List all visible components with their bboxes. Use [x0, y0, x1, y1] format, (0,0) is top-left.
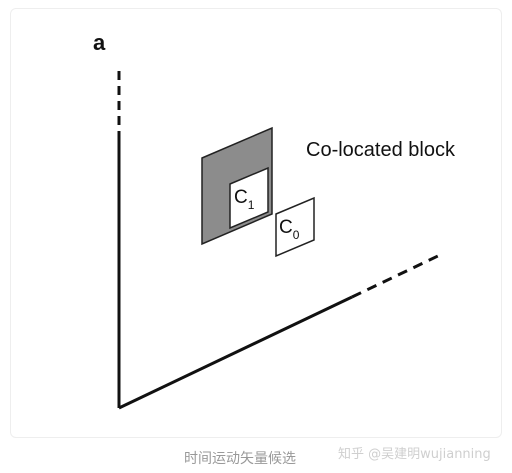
c0-sub: 0 — [293, 228, 300, 242]
temporal-mv-diagram: a C1 C0 Co-located block — [93, 30, 456, 410]
c1-main: C — [234, 187, 248, 208]
c1-sub: 1 — [248, 198, 255, 212]
c0-label: C0 — [279, 217, 300, 242]
figure-caption: 时间运动矢量候选 — [184, 451, 296, 467]
co-located-block-label: Co-located block — [306, 139, 456, 161]
c1-cell — [229, 166, 269, 230]
diagonal-axis-dashed — [351, 253, 441, 299]
panel-label: a — [93, 30, 106, 55]
figure-card — [10, 8, 502, 438]
c1-label: C1 — [234, 187, 255, 212]
c0-cell — [275, 196, 315, 258]
c0-main: C — [279, 217, 293, 238]
diagonal-axis — [118, 295, 353, 410]
watermark: 知乎 @吴建明wujianning — [338, 447, 491, 462]
